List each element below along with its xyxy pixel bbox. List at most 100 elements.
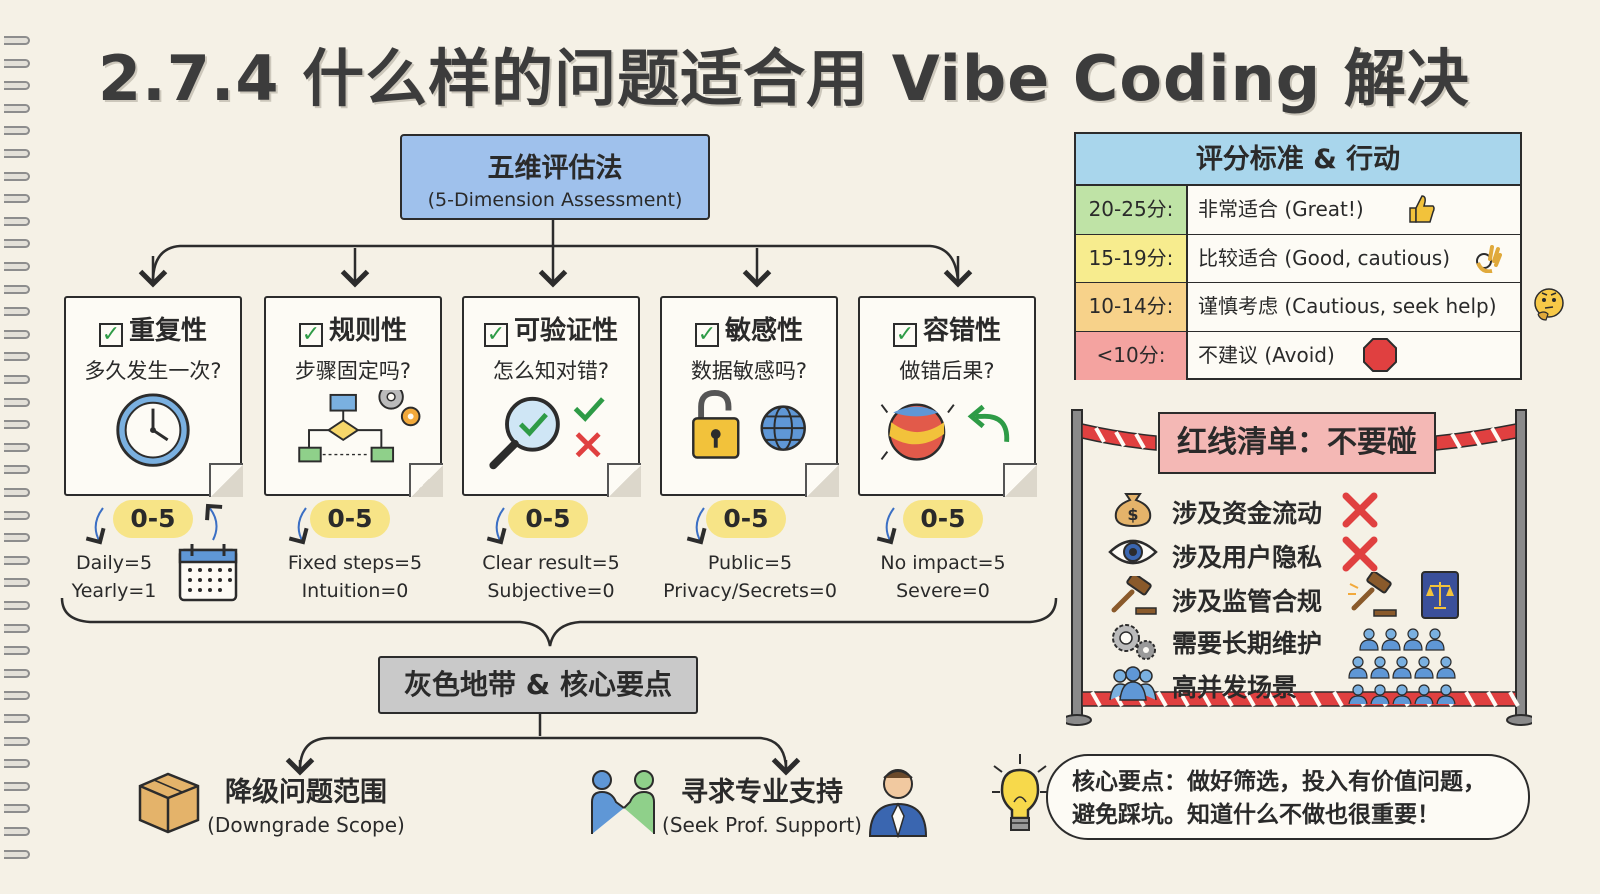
key-point-bubble: 核心要点：做好筛选，投入有价值问题， 避免踩坑。知道什么不做也很重要！ bbox=[1046, 754, 1530, 840]
stop-sign-icon bbox=[1363, 337, 1397, 372]
spiral-ring bbox=[4, 58, 30, 68]
score-action: 不建议 (Avoid) bbox=[1188, 332, 1520, 381]
spiral-ring bbox=[4, 442, 30, 452]
svg-text:$: $ bbox=[1127, 505, 1138, 524]
strategy-downgrade: 降级问题范围 (Downgrade Scope) bbox=[206, 770, 406, 837]
score-action-label: 非常适合 (Great!) bbox=[1198, 197, 1364, 221]
spiral-ring bbox=[4, 126, 30, 136]
dimension-question: 步骤固定吗? bbox=[294, 359, 412, 383]
box-icon bbox=[138, 772, 200, 834]
spiral-ring bbox=[4, 262, 30, 271]
ok-hand-icon bbox=[1476, 244, 1502, 273]
red-line-item: 涉及用户隐私 bbox=[1172, 543, 1323, 572]
method-title-box: 五维评估法 (5-Dimension Assessment) bbox=[400, 134, 710, 220]
spiral-ring bbox=[4, 668, 30, 678]
score-range: <10分: bbox=[1076, 331, 1188, 380]
spiral-ring bbox=[4, 420, 30, 430]
score-range-pill: 0-5 bbox=[903, 500, 983, 538]
score-action: 比较适合 (Good, cautious) bbox=[1188, 235, 1520, 283]
scale-low: Intuition=0 bbox=[301, 580, 409, 602]
method-title-en: (5-Dimension Assessment) bbox=[427, 189, 683, 211]
spiral-binding bbox=[0, 36, 34, 886]
strategy-cn: 降级问题范围 bbox=[225, 777, 387, 808]
dimension-name: 可验证性 bbox=[513, 316, 618, 346]
dimension-card-repetition: ✓重复性 多久发生一次? bbox=[64, 296, 243, 497]
spiral-ring bbox=[4, 578, 30, 588]
score-range: 10-14分: bbox=[1076, 283, 1188, 331]
thinking-face-icon bbox=[1534, 288, 1564, 321]
spiral-ring bbox=[4, 194, 30, 204]
spiral-ring bbox=[4, 216, 30, 226]
dimension-question: 多久发生一次? bbox=[84, 359, 222, 383]
scale-high: Fixed steps=5 bbox=[287, 552, 423, 574]
key-point-line1: 核心要点：做好筛选，投入有价值问题， bbox=[1072, 769, 1486, 795]
red-line-item: 高并发场景 bbox=[1172, 673, 1298, 702]
spiral-ring bbox=[4, 375, 30, 384]
spiral-ring bbox=[4, 397, 30, 407]
dimension-question: 数据敏感吗? bbox=[690, 359, 808, 383]
score-action: 谨慎考虑 (Cautious, seek help) bbox=[1188, 283, 1520, 331]
score-range-pill: 0-5 bbox=[310, 500, 390, 538]
score-action-label: 不建议 (Avoid) bbox=[1198, 342, 1335, 367]
spiral-ring bbox=[4, 849, 30, 859]
dimension-card-verifiability: ✓可验证性 怎么知对错? bbox=[462, 296, 641, 497]
spiral-ring bbox=[4, 533, 30, 543]
spiral-ring bbox=[4, 307, 30, 317]
handshake-icon bbox=[591, 770, 655, 834]
page-curl bbox=[805, 463, 839, 497]
dimension-card-sensitivity: ✓敏感性 数据敏感吗? bbox=[660, 296, 839, 497]
page-curl bbox=[409, 463, 443, 497]
checkbox-icon: ✓ bbox=[298, 323, 323, 347]
strategy-en: (Seek Prof. Support) bbox=[662, 813, 862, 837]
dimension-name: 重复性 bbox=[128, 316, 207, 346]
dimension-question: 做错后果? bbox=[899, 359, 995, 383]
score-range-pill: 0-5 bbox=[706, 500, 786, 538]
page-curl bbox=[607, 463, 641, 497]
score-action-label: 谨慎考虑 (Cautious, seek help) bbox=[1198, 294, 1497, 318]
flowchart-gears-icon bbox=[298, 390, 421, 463]
scale-low: Yearly=1 bbox=[71, 580, 157, 602]
spiral-ring bbox=[4, 465, 30, 475]
red-line-title: 红线清单：不要碰 bbox=[1158, 412, 1436, 474]
strategy-seek-support: 寻求专业支持 (Seek Prof. Support) bbox=[662, 770, 862, 837]
spiral-ring bbox=[4, 149, 30, 158]
eye-icon bbox=[1108, 539, 1158, 565]
scale-high: Daily=5 bbox=[75, 552, 153, 574]
score-action-label: 比较适合 (Good, cautious) bbox=[1198, 245, 1451, 270]
spiral-ring bbox=[4, 488, 30, 497]
spiral-ring bbox=[4, 239, 30, 249]
score-table-title: 评分标准 & 行动 bbox=[1076, 134, 1520, 186]
score-row: 15-19分: 比较适合 (Good, cautious) bbox=[1076, 234, 1520, 283]
spiral-ring bbox=[4, 103, 30, 113]
scale-text: Daily=5 Yearly=1 bbox=[64, 549, 164, 605]
page-curl bbox=[1003, 463, 1037, 497]
ball-undo-icon bbox=[880, 403, 1010, 461]
dimension-question: 怎么知对错? bbox=[492, 359, 610, 383]
key-point-line2: 避免踩坑。知道什么不做也很重要！ bbox=[1072, 802, 1440, 828]
padlock-globe-icon bbox=[692, 390, 806, 459]
scale-text: No impact=5 Severe=0 bbox=[868, 549, 1018, 605]
dimension-card-fault-tolerance: ✓容错性 做错后果? bbox=[858, 296, 1037, 497]
score-range: 20-25分: bbox=[1076, 186, 1188, 234]
dimension-name: 容错性 bbox=[922, 316, 1001, 346]
scale-high: Public=5 bbox=[707, 552, 793, 574]
lightbulb-icon bbox=[992, 754, 1048, 831]
scale-low: Severe=0 bbox=[896, 580, 990, 602]
score-table: 评分标准 & 行动 20-25分: 非常适合 (Great!) 15-19分: … bbox=[1074, 132, 1522, 380]
scale-low: Privacy/Secrets=0 bbox=[663, 580, 837, 602]
strategy-en: (Downgrade Scope) bbox=[207, 813, 405, 837]
page-title: 2.7.4 什么样的问题适合用 Vibe Coding 解决 bbox=[98, 42, 1470, 115]
spiral-ring bbox=[4, 352, 30, 362]
dimension-card-regularity: ✓规则性 步骤固定吗? bbox=[264, 296, 443, 497]
scale-high: Clear result=5 bbox=[482, 552, 620, 574]
scale-low: Subjective=0 bbox=[487, 580, 615, 602]
gears-clock-icon bbox=[1112, 624, 1156, 660]
checkbox-icon: ✓ bbox=[98, 323, 123, 347]
spiral-ring bbox=[4, 555, 30, 565]
spiral-ring bbox=[4, 736, 30, 746]
professional-avatar-icon bbox=[868, 769, 928, 838]
spiral-ring bbox=[4, 691, 30, 701]
spiral-ring bbox=[4, 646, 30, 656]
